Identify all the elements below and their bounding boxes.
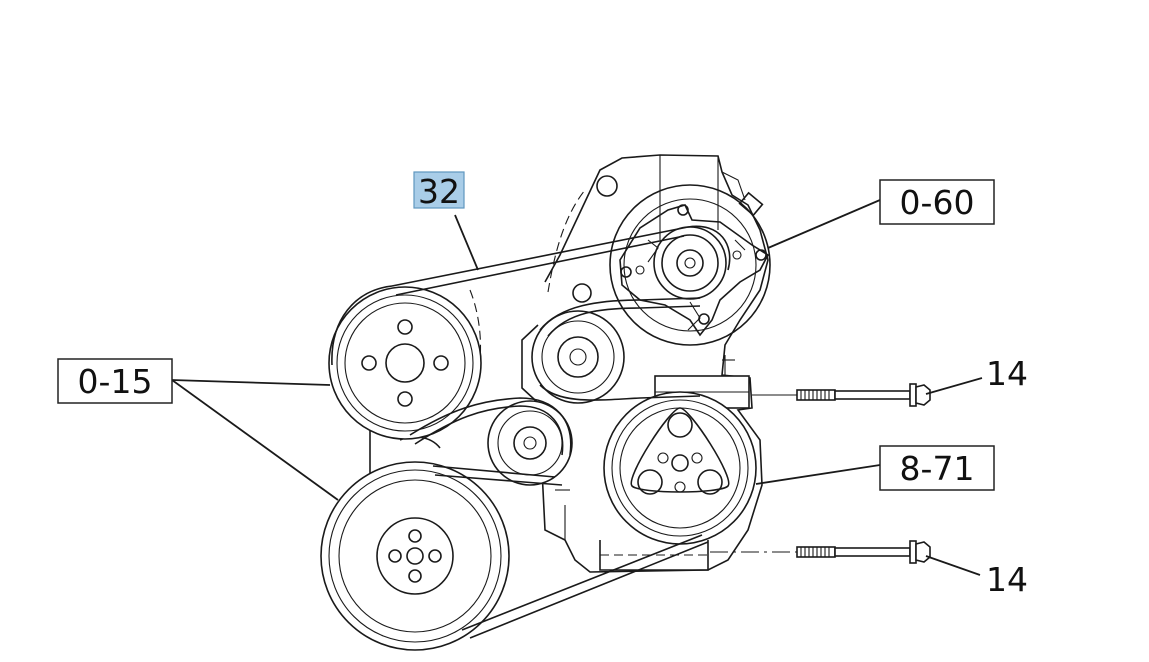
bolt-upper [752,383,931,407]
callout-bolt-lower-label: 14 [986,560,1028,599]
callout-belt-highlight [413,171,465,209]
drive-belts [331,225,731,639]
callout-bolt-upper-label: 14 [986,354,1028,393]
callout-belt-label: 32 [418,172,460,211]
callout-alternator[interactable]: 0-60 [879,179,995,225]
compressor-pulley [603,391,757,545]
callout-belt[interactable]: 32 [413,171,465,211]
callout-compressor[interactable]: 8-71 [879,445,995,491]
crank-pulley-lower [320,461,510,651]
callout-compressor-box [879,445,995,491]
callout-alternator-box [879,179,995,225]
callout-alternator-label: 0-60 [900,183,975,222]
crank-pulley-upper [328,286,482,440]
callout-bolt-upper[interactable]: 14 [986,354,1028,393]
bolt-lower [710,540,931,564]
idler-pulley-upper [531,310,625,404]
callout-crank-pulleys[interactable]: 0-15 [57,358,173,404]
callout-crank-pulleys-label: 0-15 [78,362,153,401]
leader-lines [171,199,983,576]
callout-compressor-label: 8-71 [900,449,975,488]
callout-bolt-lower[interactable]: 14 [986,560,1028,599]
callout-crank-pulleys-box [57,358,173,404]
